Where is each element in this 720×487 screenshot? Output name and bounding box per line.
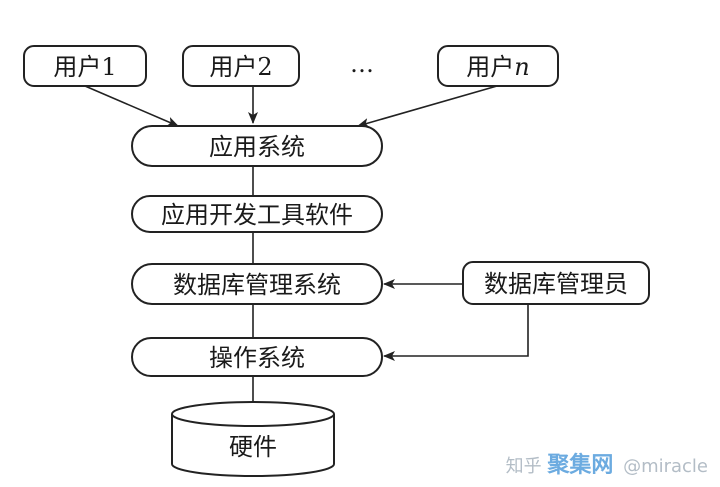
- user-label-2: 用户2: [209, 53, 272, 81]
- user-box-n: 用户n: [437, 45, 559, 87]
- user-label-n: 用户n: [466, 53, 529, 81]
- dev-tools-label: 应用开发工具软件: [161, 201, 353, 229]
- watermark-handle: @miracle: [623, 456, 708, 477]
- ellipsis: …: [350, 50, 374, 78]
- hardware-cylinder: 硬件: [171, 401, 335, 477]
- app-system-box: 应用系统: [131, 125, 383, 167]
- app-system-label: 应用系统: [209, 133, 305, 161]
- user-box-2: 用户2: [182, 45, 300, 87]
- edge-dba-to-os: [383, 303, 529, 361]
- watermark: 知乎 聚集网 @miracle: [506, 447, 708, 479]
- os-label: 操作系统: [209, 344, 305, 372]
- dba-label: 数据库管理员: [484, 270, 628, 298]
- hardware-label: 硬件: [229, 433, 277, 461]
- watermark-prefix: 知乎: [505, 456, 542, 477]
- edge-usern-to-app: [357, 85, 498, 128]
- user-label-1: 用户1: [53, 53, 116, 81]
- dev-tools-box: 应用开发工具软件: [131, 195, 383, 233]
- watermark-brand: 聚集网: [547, 453, 614, 478]
- os-box: 操作系统: [131, 337, 383, 377]
- dbms-label: 数据库管理系统: [173, 271, 341, 299]
- edge-user1-to-app: [84, 85, 179, 127]
- dbms-box: 数据库管理系统: [131, 263, 383, 305]
- edges: [84, 85, 529, 412]
- dba-box: 数据库管理员: [462, 261, 650, 305]
- user-box-1: 用户1: [23, 45, 147, 87]
